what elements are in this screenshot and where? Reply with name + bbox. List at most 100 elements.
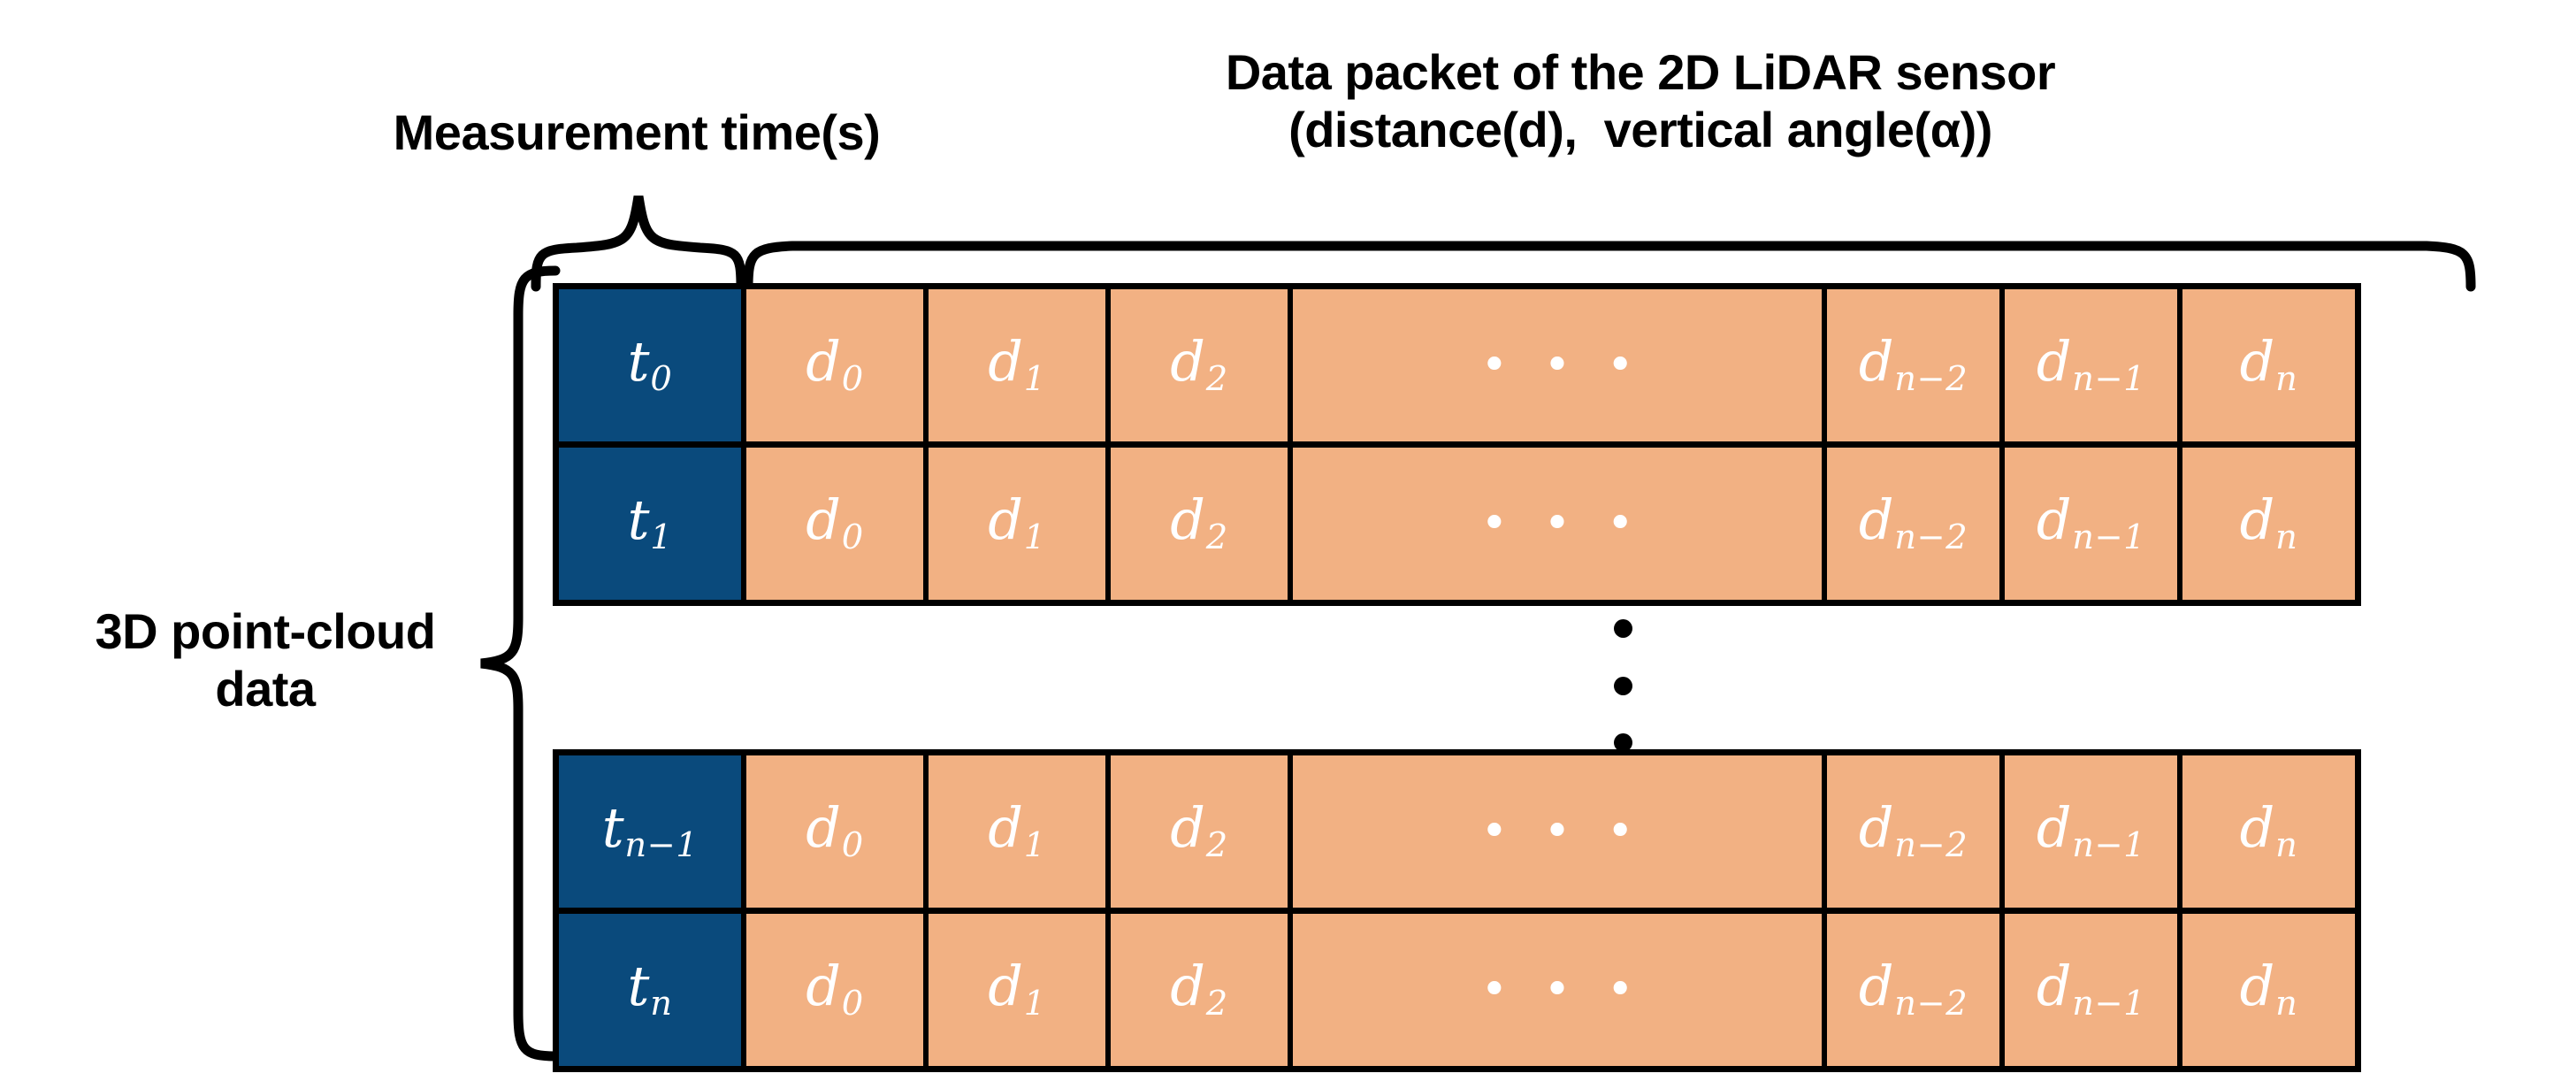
measurement-time-label: Measurement time(s) — [393, 104, 881, 160]
data-cell-base: d — [2036, 328, 2072, 394]
data-cell-base: d — [1170, 487, 1205, 552]
time-cell: tn−1 — [559, 755, 741, 908]
data-cell-sub: n−2 — [1894, 825, 1968, 866]
data-cell-sub: 1 — [1023, 359, 1046, 400]
data-cell-sub: n — [2275, 825, 2298, 866]
time-cell-base: t — [627, 487, 650, 552]
data-cell: dn−1 — [2005, 914, 2177, 1066]
data-cell-sub: n−2 — [1894, 984, 1968, 1024]
data-cell: dn — [2182, 289, 2355, 441]
data-cell-sub: n−2 — [1894, 518, 1968, 558]
data-cell-base: d — [988, 328, 1023, 394]
ellipsis-dot — [1613, 733, 1632, 752]
point-cloud-label-line2: data — [215, 660, 316, 717]
data-cell: dn — [2182, 914, 2355, 1066]
data-cell-sub: 1 — [1023, 825, 1046, 866]
horizontal-ellipsis-icon: • • • — [1480, 339, 1645, 392]
table-row[interactable]: t1 d0 d1 d2 • • • dn−2 dn−1 — [559, 441, 2355, 600]
data-cell: dn — [2182, 755, 2355, 908]
row-group-top: t0 d0 d1 d2 • • • dn−2 dn−1 — [553, 283, 2361, 606]
data-cell: d1 — [929, 289, 1105, 441]
data-cell-base: d — [806, 794, 841, 860]
data-cell-sub: 0 — [841, 359, 864, 400]
data-cell: d2 — [1111, 289, 1288, 441]
data-cell-ellipsis: • • • — [1293, 448, 1822, 600]
row-group-bottom: tn−1 d0 d1 d2 • • • dn−2 dn−1 — [553, 749, 2361, 1072]
data-cell-sub: 2 — [1205, 359, 1228, 400]
data-cell-base: d — [1858, 953, 1894, 1018]
data-cell-base: d — [1170, 328, 1205, 394]
data-cell: d0 — [746, 914, 923, 1066]
horizontal-ellipsis-icon: • • • — [1480, 805, 1645, 858]
data-cell-base: d — [2239, 953, 2275, 1018]
data-cell-ellipsis: • • • — [1293, 755, 1822, 908]
table-row[interactable]: tn−1 d0 d1 d2 • • • dn−2 dn−1 — [559, 755, 2355, 908]
data-cell-base: d — [806, 953, 841, 1018]
data-cell-base: d — [2239, 487, 2275, 552]
time-cell-sub: n−1 — [624, 825, 699, 866]
data-cell-base: d — [1858, 794, 1894, 860]
table-row[interactable]: t0 d0 d1 d2 • • • dn−2 dn−1 — [559, 289, 2355, 441]
data-cell: dn−1 — [2005, 755, 2177, 908]
data-cell-base: d — [806, 487, 841, 552]
data-cell-sub: n — [2275, 984, 2298, 1024]
data-cell-base: d — [2036, 953, 2072, 1018]
data-cell-sub: 2 — [1205, 518, 1228, 558]
data-packet-brace — [743, 241, 2476, 292]
data-cell-sub: 0 — [841, 984, 864, 1024]
data-cell-sub: n−1 — [2072, 359, 2146, 400]
data-cell: d1 — [929, 448, 1105, 600]
data-packet-label-line2: (distance(d), vertical angle(α)) — [1288, 101, 1992, 157]
data-cell: dn−1 — [2005, 289, 2177, 441]
data-cell-base: d — [988, 794, 1023, 860]
data-cell-base: d — [1858, 328, 1894, 394]
data-cell-base: d — [1858, 487, 1894, 552]
time-cell-sub: 1 — [650, 518, 673, 558]
data-cell: d2 — [1111, 914, 1288, 1066]
data-cell: dn−2 — [1827, 289, 1999, 441]
horizontal-ellipsis-icon: • • • — [1480, 497, 1645, 550]
data-cell-sub: n−1 — [2072, 518, 2146, 558]
data-cell-base: d — [988, 487, 1023, 552]
ellipsis-dot — [1613, 676, 1632, 695]
data-cell-base: d — [988, 953, 1023, 1018]
time-cell-base: t — [601, 794, 624, 860]
data-cell: dn−2 — [1827, 448, 1999, 600]
table-row[interactable]: tn d0 d1 d2 • • • dn−2 dn−1 — [559, 908, 2355, 1066]
data-cell-ellipsis: • • • — [1293, 289, 1822, 441]
time-cell-sub: 0 — [650, 359, 673, 400]
data-cell-sub: 1 — [1023, 518, 1046, 558]
data-cell-base: d — [1170, 953, 1205, 1018]
time-cell-base: t — [627, 953, 650, 1018]
horizontal-ellipsis-icon: • • • — [1480, 963, 1645, 1016]
data-cell-sub: 2 — [1205, 984, 1228, 1024]
data-cell: d2 — [1111, 755, 1288, 908]
data-cell-base: d — [2239, 794, 2275, 860]
time-cell-sub: n — [650, 984, 673, 1024]
data-cell-base: d — [2239, 328, 2275, 394]
ellipsis-dot — [1613, 619, 1632, 638]
data-cell: dn — [2182, 448, 2355, 600]
data-cell: dn−2 — [1827, 755, 1999, 908]
data-cell-sub: 2 — [1205, 825, 1228, 866]
data-cell-sub: 1 — [1023, 984, 1046, 1024]
vertical-ellipsis-icon — [1609, 619, 1636, 752]
data-cell-base: d — [2036, 794, 2072, 860]
data-cell: dn−1 — [2005, 448, 2177, 600]
data-cell-base: d — [2036, 487, 2072, 552]
time-cell: t0 — [559, 289, 741, 441]
time-cell: t1 — [559, 448, 741, 600]
time-cell: tn — [559, 914, 741, 1066]
measurement-time-brace — [531, 196, 746, 292]
data-cell-base: d — [806, 328, 841, 394]
data-cell-sub: 0 — [841, 518, 864, 558]
data-cell-sub: n−1 — [2072, 825, 2146, 866]
point-cloud-data-table: t0 d0 d1 d2 • • • dn−2 dn−1 — [553, 283, 2361, 1072]
data-cell-base: d — [1170, 794, 1205, 860]
data-packet-label-line1: Data packet of the 2D LiDAR sensor — [1225, 44, 2056, 100]
data-cell: dn−2 — [1827, 914, 1999, 1066]
data-cell-sub: n — [2275, 518, 2298, 558]
data-cell: d0 — [746, 448, 923, 600]
data-cell-sub: n−2 — [1894, 359, 1968, 400]
time-cell-base: t — [627, 328, 650, 394]
